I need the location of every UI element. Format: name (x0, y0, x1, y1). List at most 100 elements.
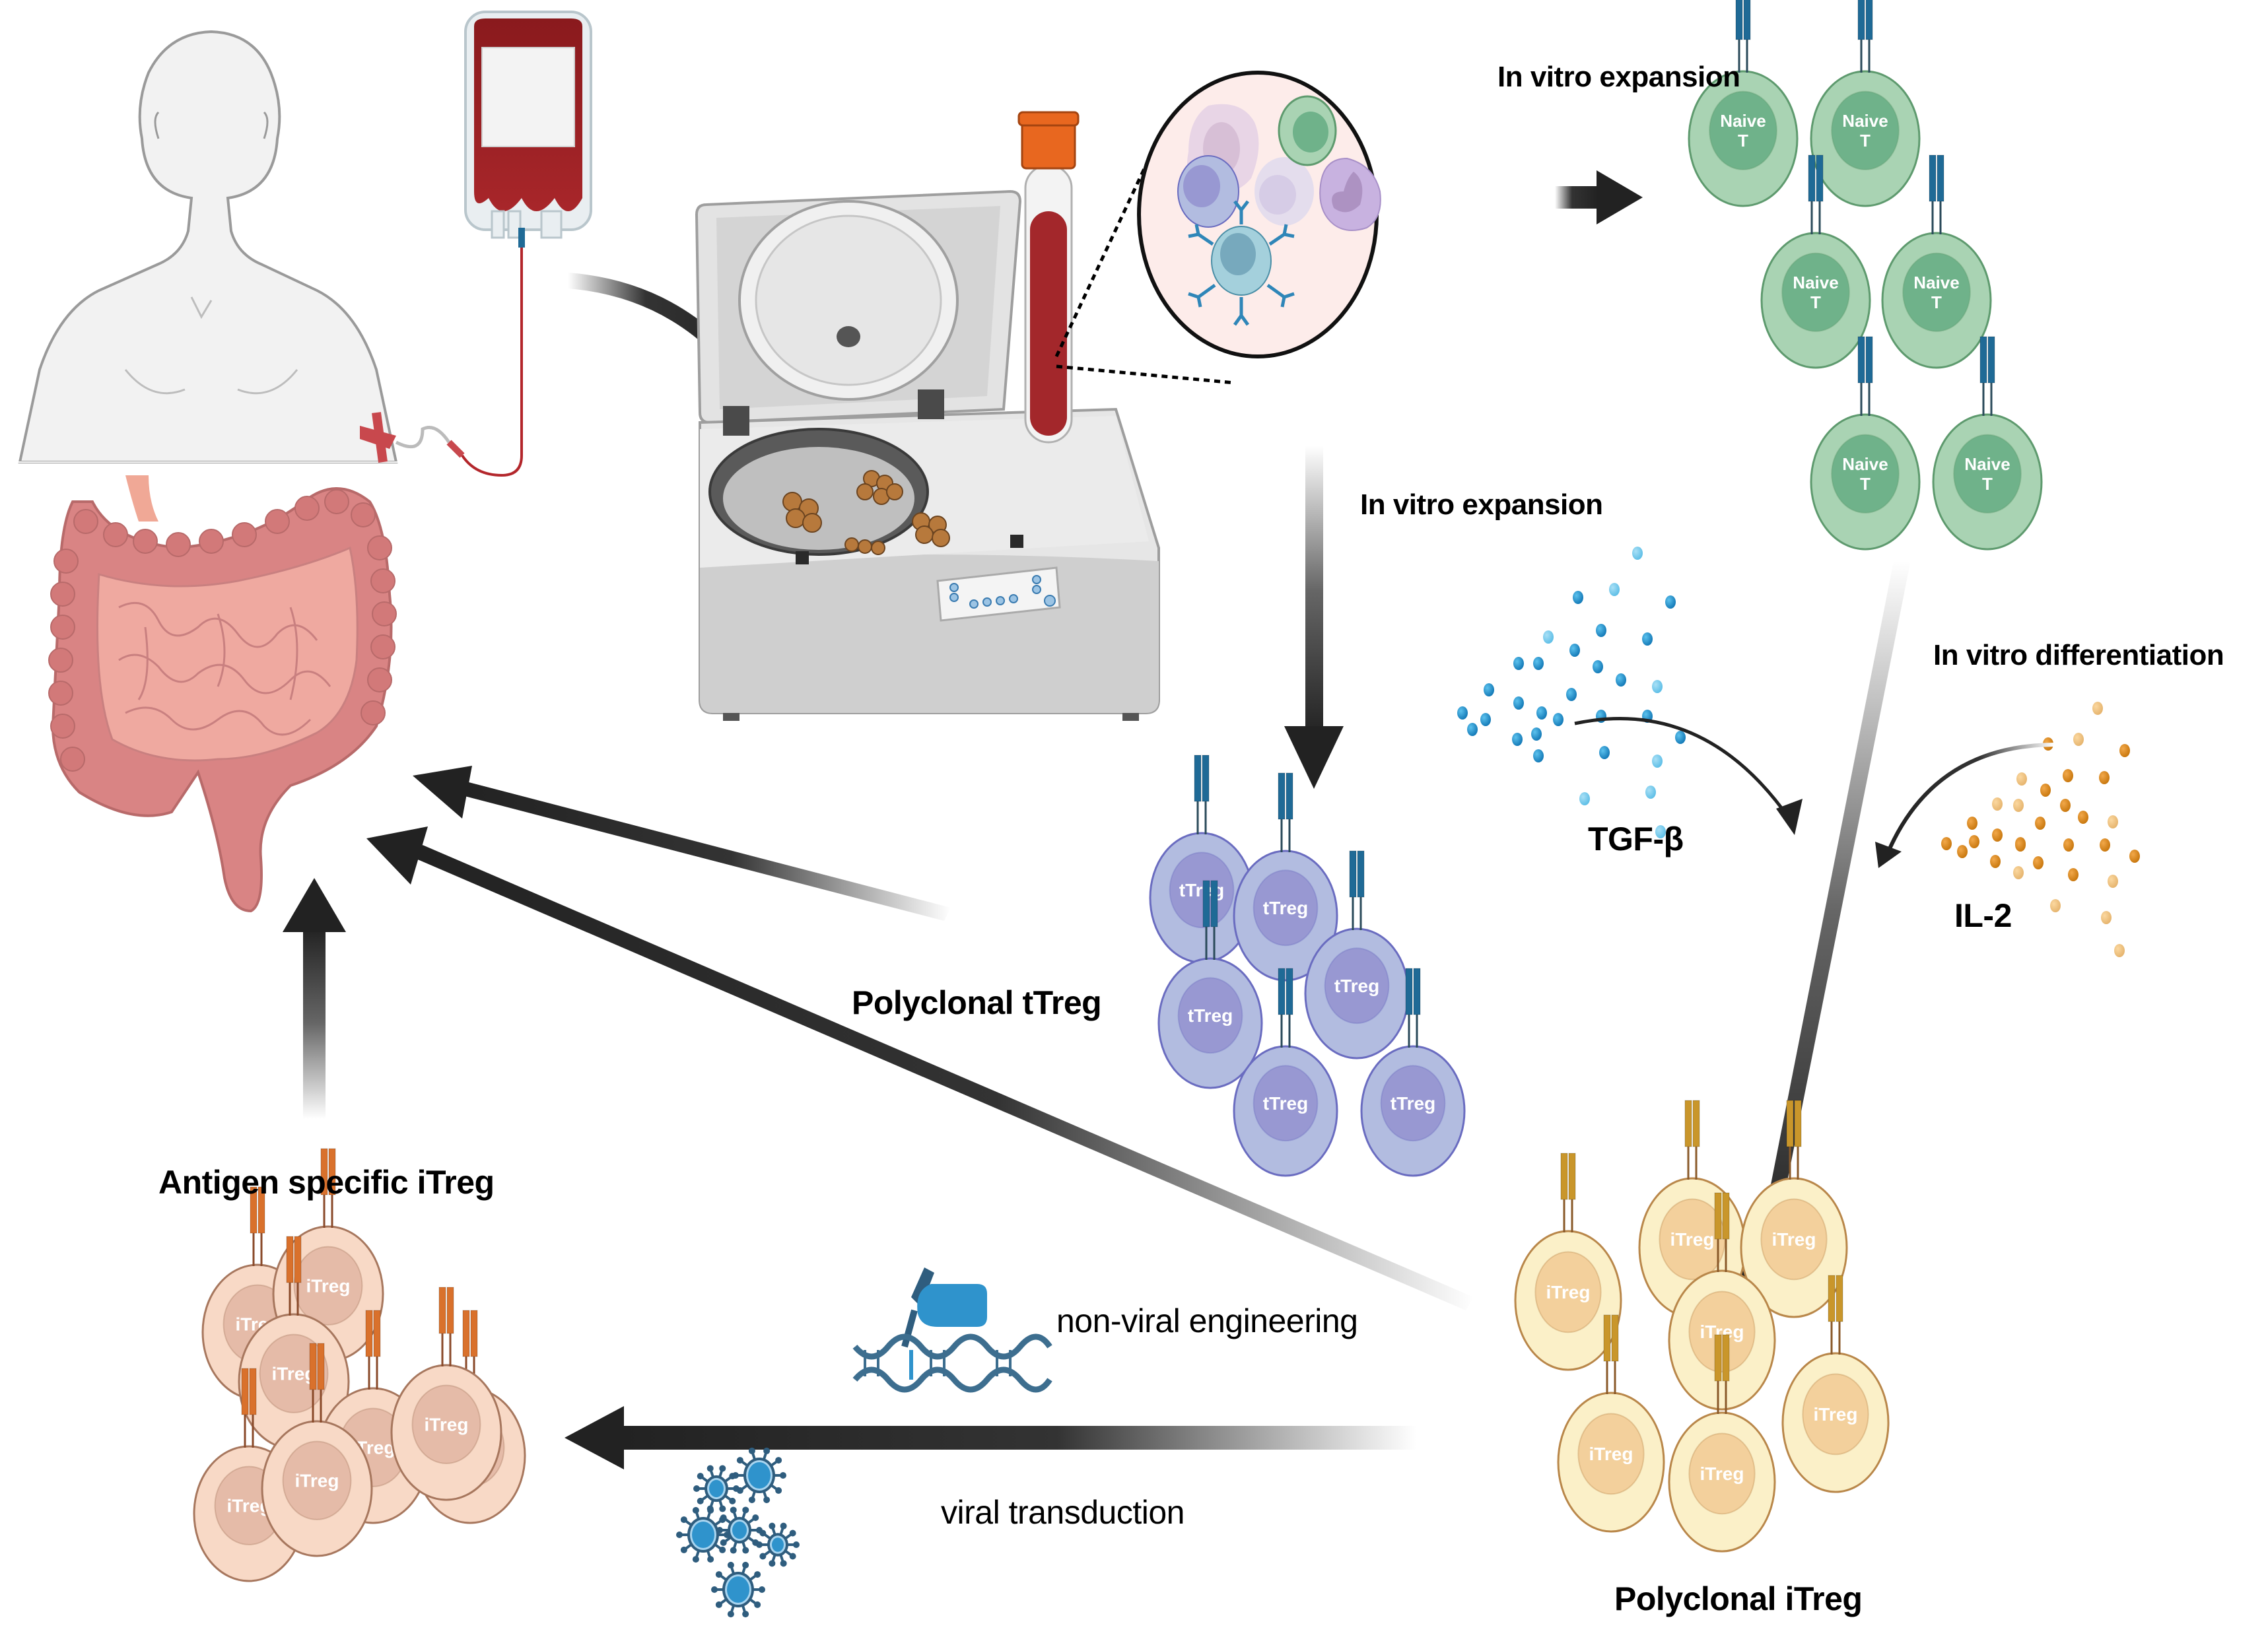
tcr-receptor-icon (241, 1368, 257, 1448)
tgf-beta-dot (1645, 786, 1656, 799)
il-2-dot (2060, 799, 2071, 812)
blood-tube-icon (1017, 111, 1080, 444)
cell: tTreg (1149, 832, 1254, 964)
arrow-ttreg-to-intestine (413, 766, 951, 921)
tcr-receptor-icon (1979, 336, 1995, 416)
il-2-dot (2078, 811, 2088, 824)
tgf-beta-cytokine-icon (1457, 547, 1686, 838)
virus-icon (711, 1561, 765, 1618)
tcr-receptor-icon (1278, 968, 1293, 1048)
tgf-beta-dot (1593, 660, 1603, 673)
cell-label: iTreg (1700, 1464, 1744, 1484)
cell-label: T (1810, 292, 1821, 312)
tgf-beta-dot (1609, 583, 1620, 596)
pbmc-magnified-icon (1137, 71, 1381, 358)
tcr-receptor-icon (1202, 880, 1218, 960)
tcr-receptor-icon (1786, 1100, 1802, 1180)
human-body-icon (0, 30, 465, 463)
cell: tTreg (1304, 927, 1410, 1060)
tgf-beta-dot (1533, 749, 1544, 762)
tgf-beta-dot (1566, 688, 1577, 701)
il-2-dot (1957, 845, 1968, 858)
cell: tTreg (1157, 957, 1263, 1089)
cell-label: tTreg (1263, 1093, 1308, 1114)
il-2-dot (2013, 866, 2024, 879)
arrow-to-naive-t (1555, 170, 1643, 224)
cell-label: Naive (1720, 111, 1766, 131)
tgf-beta-dot (1467, 723, 1478, 736)
il-2-dot (2100, 838, 2110, 852)
label-polyclonal-ttreg: Polyclonal tTreg (852, 984, 1102, 1021)
tcr-receptor-icon (1828, 1275, 1843, 1355)
tgf-beta-dot (1616, 673, 1626, 687)
cell-label: T (1738, 131, 1748, 151)
tcr-receptor-icon (1349, 850, 1365, 930)
label-polyclonal-itreg: Polyclonal iTreg (1614, 1580, 1863, 1617)
tcr-receptor-icon (309, 1343, 325, 1423)
cell: iTreg (1514, 1230, 1622, 1371)
il-2-dot (2108, 815, 2118, 828)
tcr-receptor-icon (1603, 1314, 1619, 1394)
cell: tTreg (1233, 850, 1338, 982)
il-2-dot (1967, 817, 1977, 830)
cell-label: Naive (1913, 273, 1959, 292)
il-2-dot (2108, 875, 2118, 888)
cell: tTreg (1233, 1045, 1338, 1177)
il-2-dot (2050, 899, 2061, 912)
tgf-beta-dot (1642, 632, 1653, 646)
tcr-receptor-icon (250, 1186, 265, 1266)
cell-label: iTreg (1589, 1444, 1633, 1464)
cell-label: iTreg (272, 1364, 316, 1384)
cell-label: T (1860, 131, 1871, 151)
label-in-vitro-expansion-top: In vitro expansion (1497, 61, 1740, 93)
label-tgf-beta: TGF-β (1588, 821, 1684, 858)
tgf-beta-arrowhead (1776, 799, 1803, 835)
cell-label: iTreg (1670, 1229, 1715, 1250)
tgf-beta-dot (1596, 624, 1606, 637)
il-2-dot (2092, 702, 2103, 715)
tgf-beta-dot (1480, 713, 1491, 726)
tcr-receptor-icon (1929, 154, 1944, 234)
tcr-receptor-icon (438, 1287, 454, 1366)
tcr-receptor-icon (1857, 0, 1873, 73)
tcr-receptor-icon (1808, 154, 1824, 234)
cell: iTreg (1668, 1411, 1776, 1553)
cell-label: T (1860, 474, 1871, 494)
label-non-viral-engineering: non-viral engineering (1056, 1302, 1358, 1339)
cell-label: iTreg (1546, 1282, 1591, 1302)
tgf-beta-dot (1569, 644, 1580, 657)
il-2-dot (2119, 744, 2130, 757)
cell-label: T (1982, 474, 1993, 494)
tcr-receptor-icon (365, 1310, 381, 1390)
il-2-dot (1941, 837, 1952, 850)
tcr-receptor-icon (1735, 0, 1751, 73)
il-2-dot (2015, 838, 2026, 852)
tgf-beta-dot (1536, 706, 1547, 720)
il-2-dot (2068, 868, 2079, 881)
label-viral-transduction: viral transduction (941, 1494, 1185, 1531)
arrow-antigen-specific-to-intestine (283, 878, 346, 1119)
tgf-beta-dot (1655, 825, 1666, 838)
cell-label: iTreg (1772, 1229, 1816, 1250)
il-2-dot (2101, 911, 2112, 924)
tcr-receptor-icon (1714, 1334, 1730, 1414)
il-2-dot (2033, 856, 2044, 869)
tgf-beta-dot (1579, 792, 1590, 805)
tcr-receptor-icon (320, 1148, 336, 1228)
tgf-beta-dot (1573, 591, 1583, 604)
arrow-polyclonal-itreg-to-intestine (366, 826, 1474, 1310)
tcr-receptor-icon (1857, 336, 1873, 416)
cell-label: iTreg (306, 1276, 351, 1296)
virus-icon (732, 1447, 786, 1504)
tgf-beta-dot (1457, 706, 1468, 720)
cell: iTreg (1781, 1352, 1890, 1493)
cell: iTreg (1740, 1177, 1848, 1318)
tgf-beta-dot (1543, 630, 1554, 644)
